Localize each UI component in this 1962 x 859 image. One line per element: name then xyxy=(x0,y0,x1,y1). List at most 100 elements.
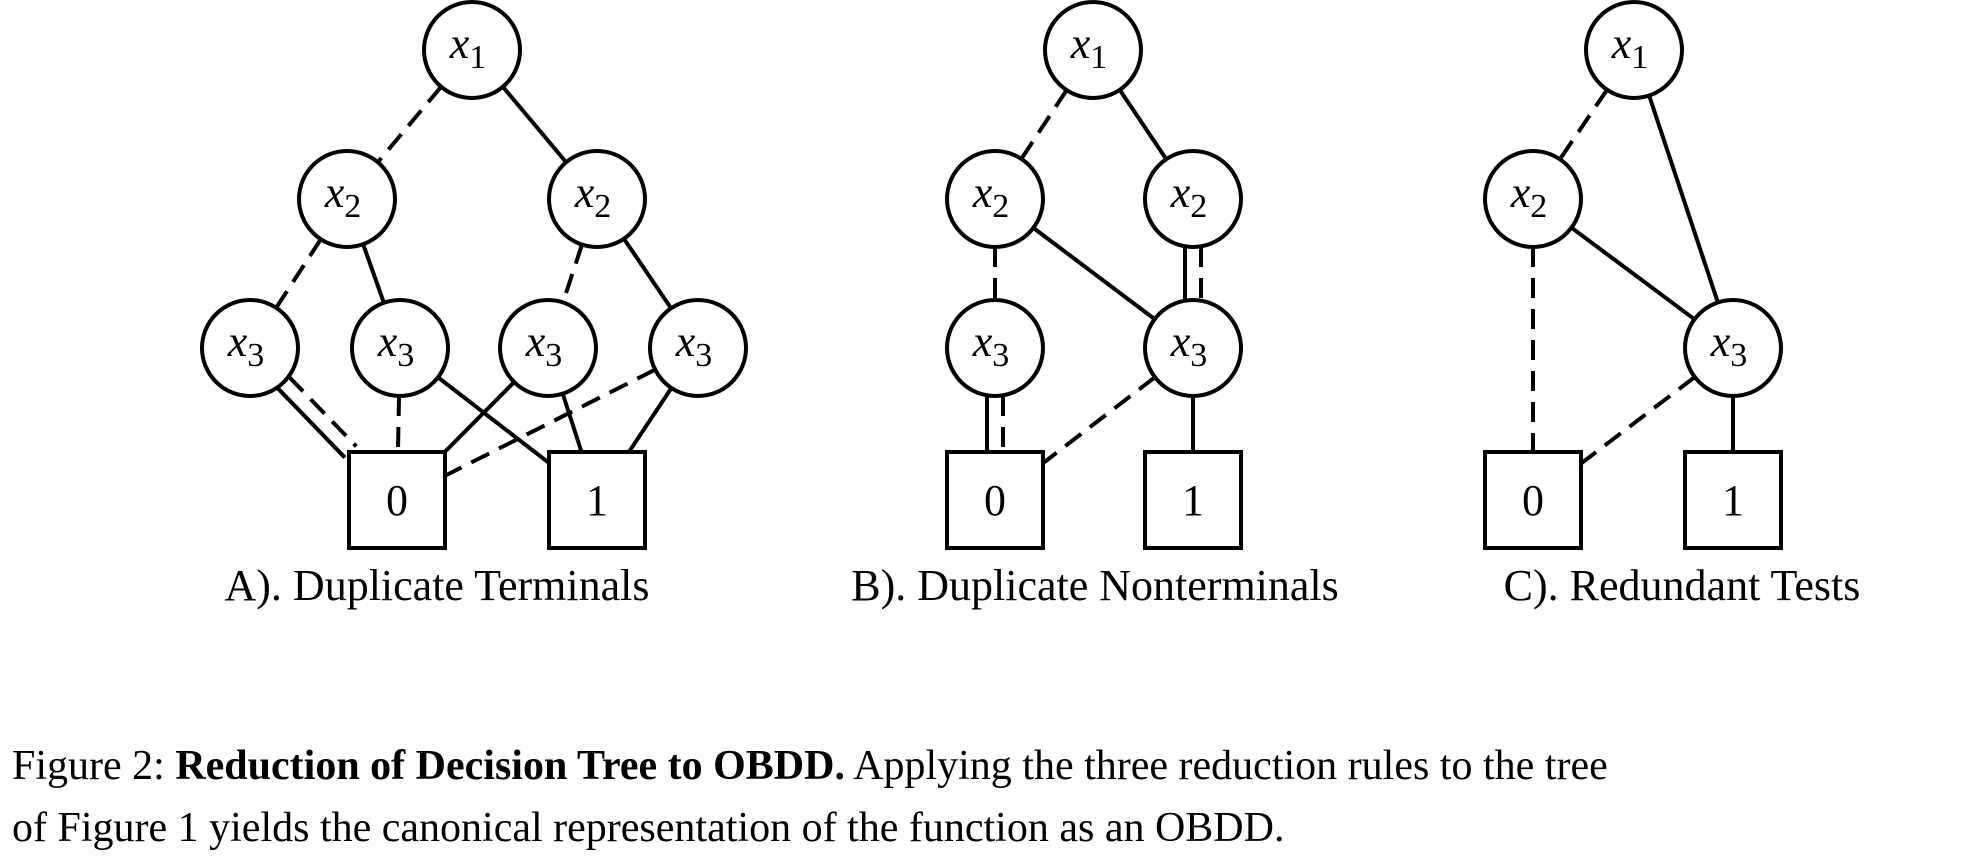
variable-label: x3 xyxy=(675,317,713,374)
variable-label: x3 xyxy=(525,317,563,374)
edge-x3a-t0-dashed xyxy=(287,375,358,448)
variable-name: x xyxy=(227,317,248,366)
terminal-node-t0: 0 xyxy=(1483,450,1583,550)
variable-label: x2 xyxy=(972,168,1010,225)
terminal-box xyxy=(1483,450,1583,550)
variable-name: x xyxy=(324,168,345,217)
node-circle xyxy=(1143,298,1243,398)
terminal-box xyxy=(945,450,1045,550)
variable-node-x3a: x3 xyxy=(945,298,1045,398)
edge-x1-x2a-dashed xyxy=(1019,89,1069,160)
variable-label: x3 xyxy=(1710,317,1748,374)
node-circle xyxy=(1683,298,1783,398)
panel-label: B). Duplicate Nonterminals xyxy=(851,561,1339,610)
variable-subscript: 3 xyxy=(1730,337,1747,374)
variable-name: x xyxy=(449,19,470,68)
edge-x1-x3-solid xyxy=(1647,94,1720,304)
variable-subscript: 1 xyxy=(469,39,486,76)
node-circle xyxy=(1483,149,1583,249)
variable-subscript: 3 xyxy=(992,337,1009,374)
variable-node-x3b: x3 xyxy=(1143,298,1243,398)
edge-group xyxy=(985,88,1203,465)
variable-label: x3 xyxy=(227,317,265,374)
variable-subscript: 3 xyxy=(545,337,562,374)
variable-node-x2a: x2 xyxy=(945,149,1045,249)
variable-node-x2b: x2 xyxy=(547,149,647,249)
variable-subscript: 2 xyxy=(992,188,1009,225)
terminal-node-t0: 0 xyxy=(945,450,1045,550)
variable-label: x2 xyxy=(1510,168,1548,225)
edge-x3b-t0-dashed xyxy=(1041,375,1157,465)
variable-label: x1 xyxy=(449,19,487,76)
node-circle xyxy=(945,149,1045,249)
caption-line-1-rest: Applying the three reduction rules to th… xyxy=(844,743,1608,789)
variable-name: x xyxy=(1710,317,1731,366)
caption-line-2: of Figure 1 yields the canonical represe… xyxy=(12,805,1285,851)
terminal-node-t1: 1 xyxy=(1683,450,1783,550)
edge-x3c-t1-solid xyxy=(560,393,584,453)
variable-name: x xyxy=(1510,168,1531,217)
variable-label: x3 xyxy=(377,317,415,374)
node-circle xyxy=(422,0,522,100)
node-circle xyxy=(200,298,300,398)
node-circle xyxy=(648,298,748,398)
node-circle xyxy=(498,298,598,398)
edge-x1-x2-dashed xyxy=(1558,88,1609,161)
variable-node-x3b: x3 xyxy=(350,298,450,398)
variable-name: x xyxy=(377,317,398,366)
terminal-node-t0: 0 xyxy=(347,450,447,550)
terminal-node-t1: 1 xyxy=(1143,450,1243,550)
variable-name: x xyxy=(972,168,993,217)
node-circle xyxy=(1584,0,1684,100)
caption-line-1: Figure 2: Reduction of Decision Tree to … xyxy=(12,735,1957,797)
edge-x1-x2a-dashed xyxy=(376,85,443,164)
variable-label: x1 xyxy=(1070,19,1108,76)
terminal-box xyxy=(1143,450,1243,550)
terminal-label: 1 xyxy=(1722,476,1744,525)
edge-x2b-x3c-dashed xyxy=(561,243,584,304)
variable-node-x2: x2 xyxy=(1483,149,1583,249)
edge-x3-t0-dashed xyxy=(1579,375,1696,466)
edge-x1-x2b-solid xyxy=(1118,88,1168,161)
edge-group xyxy=(274,85,674,478)
variable-node-x3d: x3 xyxy=(648,298,748,398)
variable-label: x3 xyxy=(1170,317,1208,374)
variable-node-x2a: x2 xyxy=(297,149,397,249)
variable-subscript: 3 xyxy=(397,337,414,374)
variable-name: x xyxy=(972,317,993,366)
terminal-label: 1 xyxy=(1182,476,1204,525)
edge-x3b-t0-dashed xyxy=(395,395,402,453)
variable-node-x3c: x3 xyxy=(498,298,598,398)
edge-group xyxy=(1531,88,1735,466)
node-circle xyxy=(945,298,1045,398)
figure-caption: Figure 2: Reduction of Decision Tree to … xyxy=(12,735,1957,859)
node-circle xyxy=(350,298,450,398)
node-circle xyxy=(1143,149,1243,249)
variable-subscript: 2 xyxy=(1530,188,1547,225)
terminal-box xyxy=(547,450,647,550)
panel-label: C). Redundant Tests xyxy=(1504,561,1861,610)
variable-node-x2b: x2 xyxy=(1143,149,1243,249)
edge-x3a-t0-solid xyxy=(276,386,347,459)
node-circle xyxy=(547,149,647,249)
variable-node-x1: x1 xyxy=(1584,0,1684,100)
variable-node-x3a: x3 xyxy=(200,298,300,398)
variable-label: x2 xyxy=(574,168,612,225)
edge-x2b-x3d-solid xyxy=(622,237,673,310)
terminal-label: 1 xyxy=(586,476,608,525)
variable-subscript: 3 xyxy=(1190,337,1207,374)
variable-subscript: 2 xyxy=(344,188,361,225)
variable-subscript: 2 xyxy=(1190,188,1207,225)
caption-prefix: Figure 2: xyxy=(12,743,176,789)
terminal-label: 0 xyxy=(1522,476,1544,525)
variable-label: x3 xyxy=(972,317,1010,374)
variable-label: x1 xyxy=(1611,19,1649,76)
edge-x3b-t1-solid xyxy=(436,375,551,465)
terminal-node-t1: 1 xyxy=(547,450,647,550)
variable-name: x xyxy=(1611,19,1632,68)
edge-x1-x2b-solid xyxy=(501,85,568,164)
variable-name: x xyxy=(525,317,546,366)
